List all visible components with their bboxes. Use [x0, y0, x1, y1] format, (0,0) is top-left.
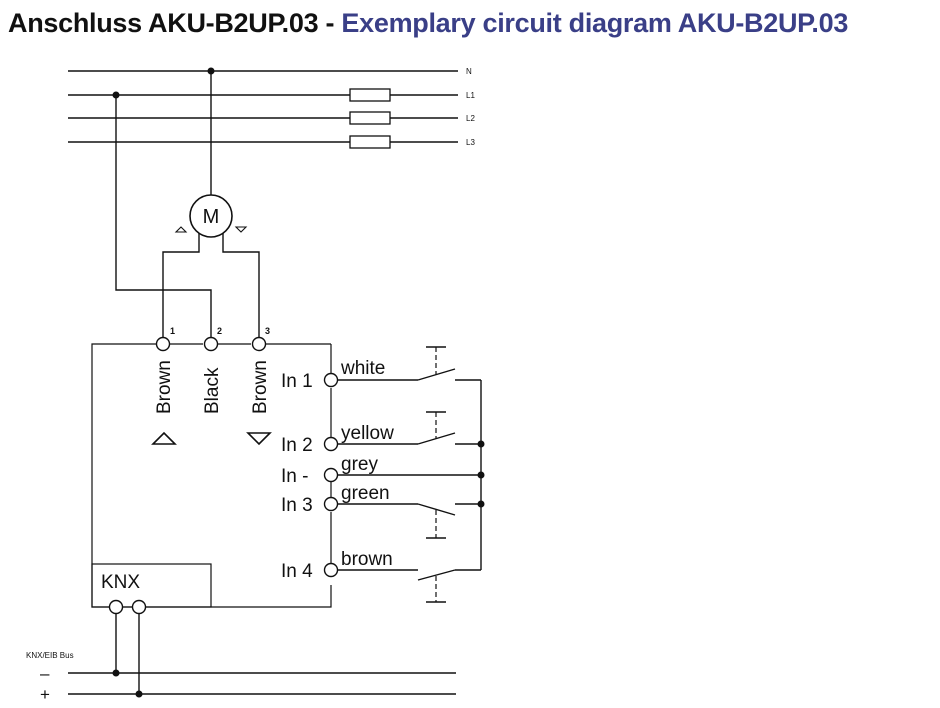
- terminal-1-label: 1: [170, 326, 175, 336]
- wire-label-brown-1: Brown: [154, 360, 175, 414]
- input-2-label: In 2: [281, 435, 313, 456]
- junction-dot: [477, 471, 485, 479]
- up-triangle-icon: [151, 431, 177, 445]
- input-4-label: In 4: [281, 561, 313, 582]
- terminal-in-minus: [323, 467, 339, 483]
- terminal-in4: [323, 562, 339, 578]
- bus-minus-sign: –: [40, 664, 50, 683]
- motor: M: [115, 71, 260, 337]
- motor-wire-down: [222, 233, 260, 337]
- title-german: Anschluss AKU-B2UP.03: [8, 8, 319, 38]
- title-english: Exemplary circuit diagram AKU-B2UP.03: [341, 8, 849, 38]
- pushbutton-1-icon: [417, 346, 481, 381]
- down-arrow-icon: [234, 226, 248, 233]
- input-wiring: white yellow grey green brown: [337, 346, 485, 603]
- mains-lines: N L1 L2 L3: [68, 67, 475, 149]
- wire-label-green: green: [341, 483, 390, 504]
- label-l3: L3: [466, 138, 475, 147]
- page-title: Anschluss AKU-B2UP.03 - Exemplary circui…: [8, 6, 848, 40]
- motor-wire-up: [162, 233, 200, 337]
- wire-label-white: white: [340, 358, 385, 379]
- terminal-3-label: 3: [265, 326, 270, 336]
- terminal-2: [203, 336, 219, 352]
- l1-supply-wire: [115, 95, 212, 337]
- bus-plus-sign: +: [40, 685, 50, 704]
- junction-dot: [112, 669, 120, 677]
- bus-label: KNX/EIB Bus: [26, 651, 74, 660]
- label-n: N: [466, 67, 472, 76]
- input-minus-label: In -: [281, 466, 308, 487]
- terminal-in2: [323, 436, 339, 452]
- terminal-knx-plus: [131, 599, 147, 615]
- terminal-in1: [323, 372, 339, 388]
- label-l1: L1: [466, 91, 475, 100]
- up-arrow-icon: [174, 226, 188, 233]
- wire-label-black: Black: [202, 367, 223, 414]
- input-1-label: In 1: [281, 371, 313, 392]
- terminal-knx-minus: [108, 599, 124, 615]
- wire-label-yellow: yellow: [341, 423, 394, 444]
- title-separator: -: [318, 8, 342, 38]
- terminal-3: [251, 336, 267, 352]
- input-3-label: In 3: [281, 495, 313, 516]
- actuator-housing: 1 2 3 Brown Black Brown In 1 In 2 In - I…: [91, 326, 339, 615]
- terminal-1: [155, 336, 171, 352]
- knx-label: KNX: [101, 572, 140, 593]
- wire-label-grey: grey: [341, 454, 378, 475]
- terminal-2-label: 2: [217, 326, 222, 336]
- knx-module: [91, 563, 212, 608]
- fuse-l2-icon: [349, 111, 391, 125]
- motor-label: M: [203, 206, 220, 228]
- label-l2: L2: [466, 114, 475, 123]
- wire-label-brown: brown: [341, 549, 393, 570]
- wire-label-brown-3: Brown: [250, 360, 271, 414]
- pushbutton-4-icon: [417, 569, 481, 603]
- junction-dot: [135, 690, 143, 698]
- motor-icon: [189, 194, 233, 238]
- pushbutton-3-icon: [417, 503, 481, 539]
- fuse-l1-icon: [349, 88, 391, 102]
- terminal-in3: [323, 496, 339, 512]
- pushbutton-2-icon: [417, 411, 481, 445]
- fuse-l3-icon: [349, 135, 391, 149]
- knx-bus: KNX/EIB Bus – +: [26, 613, 456, 704]
- down-triangle-icon: [246, 432, 272, 446]
